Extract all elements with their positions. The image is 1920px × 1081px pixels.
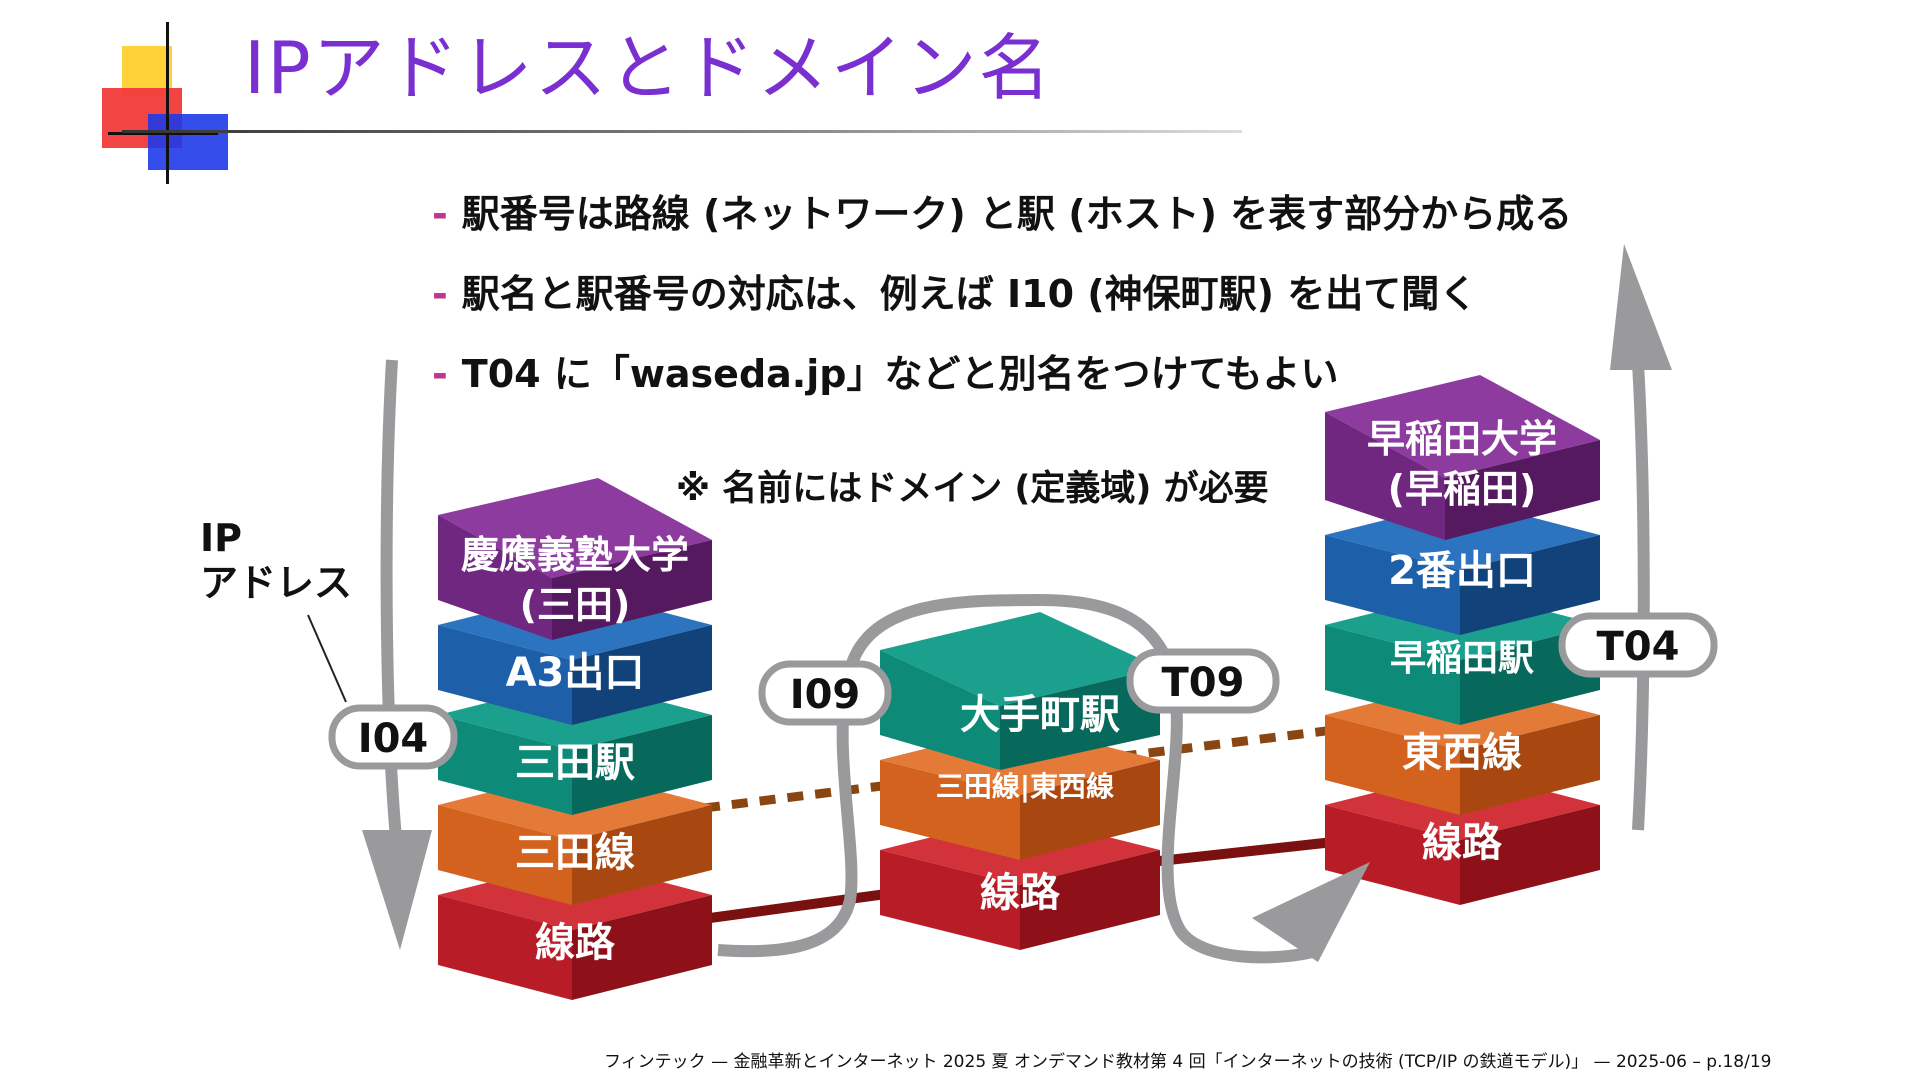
bullet-marker: -: [432, 272, 448, 316]
tag-i09: I09: [758, 660, 892, 726]
right-layer-exit: 2番出口: [1388, 548, 1536, 594]
up-arrow-icon: [1610, 244, 1672, 370]
tag-t04-label: T04: [1597, 624, 1680, 670]
right-layer-track: 線路: [1422, 820, 1503, 866]
right-top-label-2: (早稲田): [1388, 467, 1537, 511]
ip-label-line-1: IP: [200, 516, 242, 560]
stack-middle: 大手町駅 三田線|東西線 線路: [880, 612, 1160, 950]
stack-left: 慶應義塾大学 (三田) A3出口 三田駅 三田線 線路: [438, 478, 712, 1000]
middle-top-label: 大手町駅: [960, 692, 1120, 738]
left-layer-station: 三田駅: [515, 740, 635, 786]
left-top-label-2: (三田): [520, 583, 631, 627]
bullet-2: -駅名と駅番号の対応は、例えば I10 (神保町駅) を出て聞く: [432, 275, 1477, 313]
tag-t04: T04: [1558, 612, 1718, 678]
bullet-3: -T04 に「waseda.jp」などと別名をつけてもよい: [432, 355, 1339, 393]
bullet-1: -駅番号は路線 (ネットワーク) と駅 (ホスト) を表す部分から成る: [432, 195, 1572, 233]
bullet-text: 駅番号は路線 (ネットワーク) と駅 (ホスト) を表す部分から成る: [461, 192, 1573, 236]
ip-address-label: IP アドレス: [200, 516, 352, 606]
right-layer-station: 早稲田駅: [1390, 638, 1534, 679]
routing-path: [717, 593, 1322, 964]
tag-t09-label: T09: [1162, 660, 1245, 706]
network-link-dotted: [703, 723, 1351, 813]
left-top-label-1: 慶應義塾大学: [461, 533, 689, 577]
left-layer-a3: A3出口: [506, 650, 645, 696]
tag-i04-label: I04: [358, 716, 429, 762]
bullet-text: T04 に「waseda.jp」などと別名をつけてもよい: [461, 352, 1339, 396]
routing-arrow-icon: [1252, 862, 1370, 962]
bullet-marker: -: [432, 352, 448, 396]
ip-leader-line: [307, 614, 347, 703]
bullet-text: 駅名と駅番号の対応は、例えば I10 (神保町駅) を出て聞く: [461, 272, 1478, 316]
left-layer-track: 線路: [535, 920, 616, 966]
middle-layer-lines: 三田線|東西線: [936, 770, 1114, 803]
ip-label-line-2: アドレス: [200, 560, 353, 605]
bullet-marker: -: [432, 192, 448, 236]
right-layer-line: 東西線: [1402, 730, 1522, 776]
right-top-label-1: 早稲田大学: [1367, 417, 1557, 461]
title-divider: [122, 130, 1242, 133]
stack-right: 早稲田大学 (早稲田) 2番出口 早稲田駅 東西線 線路: [1325, 375, 1600, 905]
down-path-line: [380, 359, 404, 861]
tag-t09: T09: [1126, 648, 1280, 714]
domain-note: ※ 名前にはドメイン (定義域) が必要: [676, 469, 1269, 509]
up-path-line: [1630, 329, 1650, 831]
left-layer-line: 三田線: [515, 830, 635, 876]
tag-i09-label: I09: [790, 672, 861, 718]
title-logo: [102, 22, 232, 184]
middle-layer-track: 線路: [980, 870, 1061, 916]
tag-i04: I04: [328, 704, 458, 770]
footer: フィンテック — 金融革新とインターネット 2025 夏 オンデマンド教材第 4…: [604, 1052, 1772, 1072]
page-title: IPアドレスとドメイン名: [244, 26, 1053, 110]
down-arrow-icon: [362, 830, 432, 950]
